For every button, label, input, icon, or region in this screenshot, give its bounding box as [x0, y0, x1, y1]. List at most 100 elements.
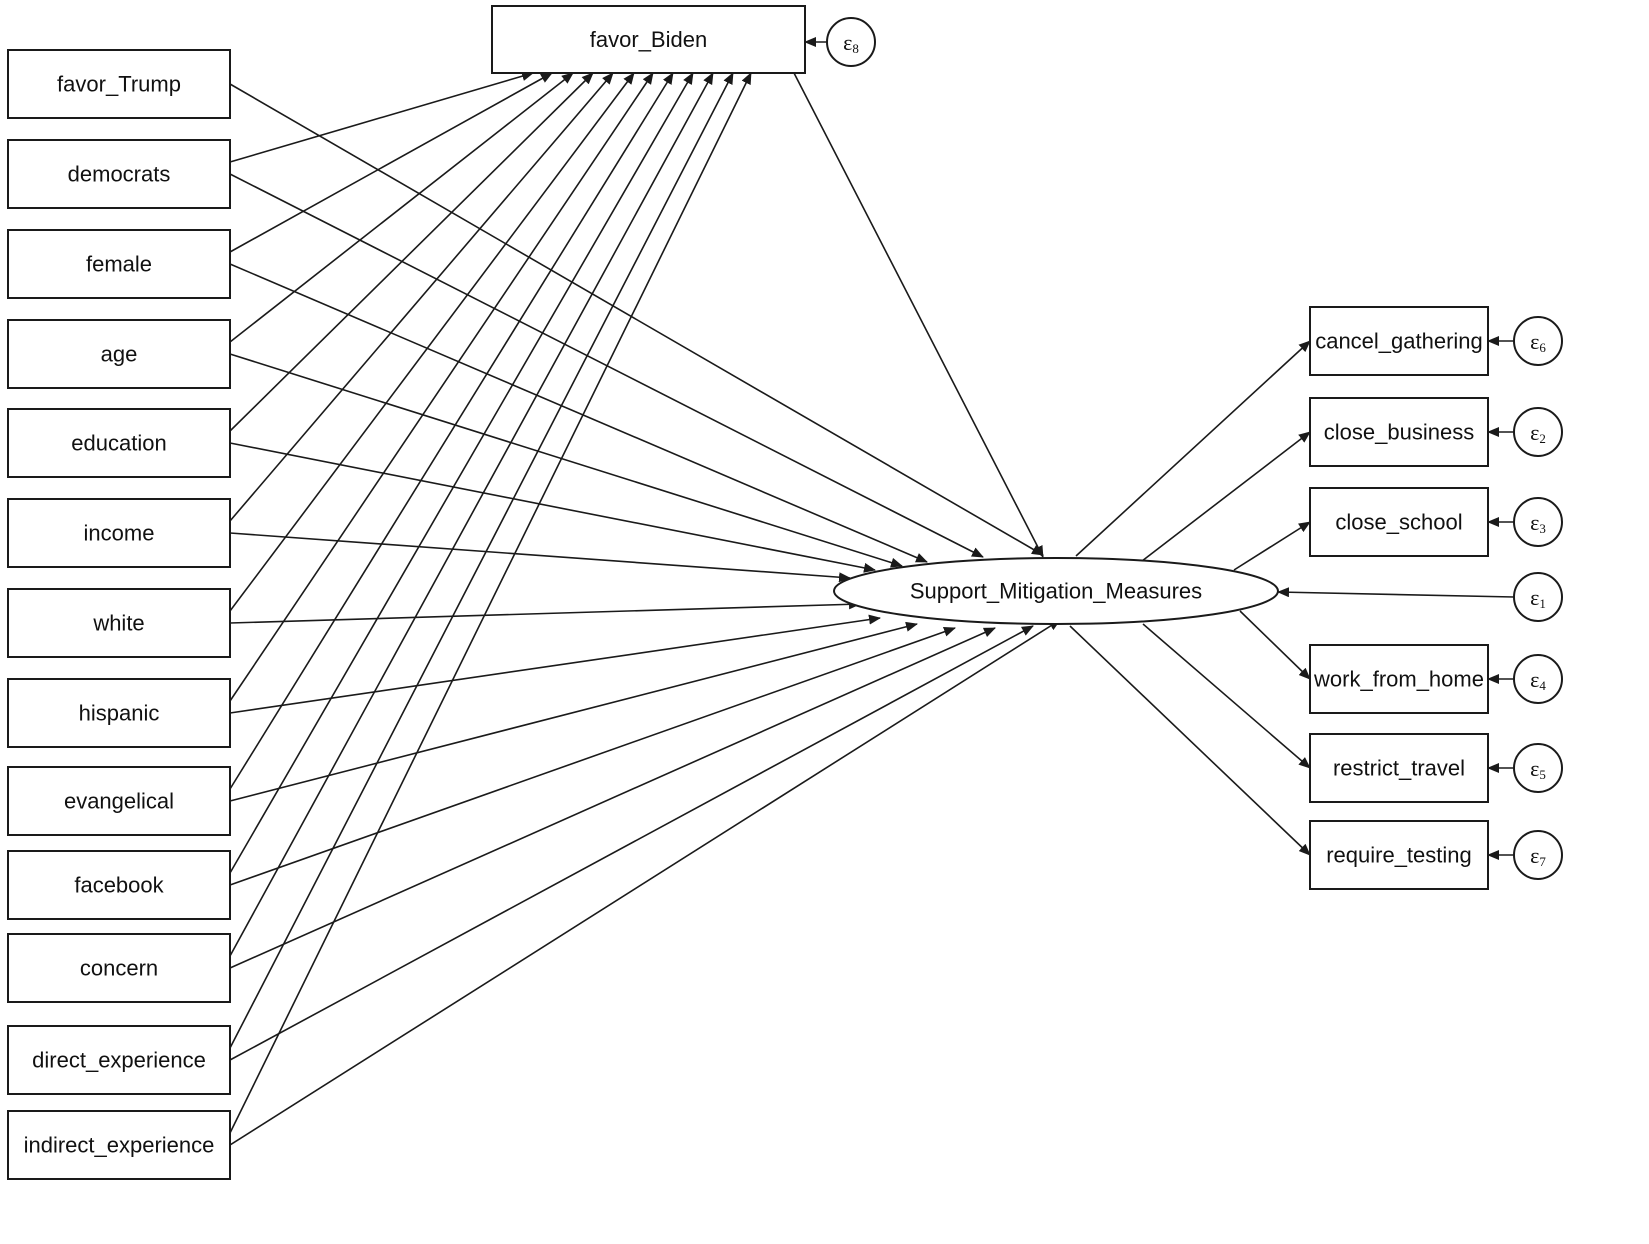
arrow-female-to-mediator [229, 72, 553, 253]
indicator-label: cancel_gathering [1315, 329, 1483, 354]
arrow-white-to-mediator [229, 72, 635, 612]
arrow-education-to-mediator [229, 72, 594, 432]
arrow-concern-to-mediator [229, 72, 714, 957]
indicator-error-circle [1513, 743, 1563, 793]
arrow-hispanic-to-mediator [229, 72, 654, 702]
error-index: 5 [1539, 767, 1546, 782]
predictor-label: age [101, 342, 138, 367]
indicator-error-circle [1513, 497, 1563, 547]
arrow-evangelical-to-latent [229, 621, 918, 802]
indicator-error-circle-label: ε7 [1530, 843, 1546, 869]
mediator-box [491, 5, 806, 74]
arrow-direct_experience-to-latent [229, 625, 1034, 1061]
indicator-error-circle-label: ε5 [1530, 756, 1546, 782]
indicator-error-circle-label: ε6 [1530, 329, 1546, 355]
mediator-label: favor_Biden [590, 27, 707, 52]
indicator-error-circle-label: ε4 [1530, 667, 1546, 693]
error-symbol: ε [1530, 585, 1539, 610]
arrow-facebook-to-latent [229, 626, 956, 886]
predictor-box-direct_experience [7, 1025, 231, 1095]
arrow-latent-to-close_school [1233, 521, 1311, 571]
predictor-box-facebook [7, 850, 231, 920]
predictor-label: education [71, 431, 166, 456]
predictor-box-age [7, 319, 231, 389]
predictor-label: direct_experience [32, 1048, 206, 1073]
indicator-label: close_school [1335, 510, 1462, 535]
predictor-box-income [7, 498, 231, 568]
predictor-label: income [84, 521, 155, 546]
predictor-label: facebook [74, 873, 164, 898]
error-index: 7 [1539, 854, 1546, 869]
indicator-error-circle [1513, 316, 1563, 366]
error-symbol: ε [1530, 756, 1539, 781]
predictor-box-indirect_experience [7, 1110, 231, 1180]
predictor-box-hispanic [7, 678, 231, 748]
indicator-box-close_business [1309, 397, 1489, 467]
indicator-error-circle-label: ε2 [1530, 420, 1546, 446]
arrow-democrats-to-mediator [229, 71, 534, 163]
arrow-evangelical-to-mediator [229, 72, 674, 790]
error-symbol: ε [1530, 420, 1539, 445]
error-index: 4 [1539, 678, 1546, 693]
predictor-label: hispanic [79, 701, 160, 726]
indicator-label: work_from_home [1313, 667, 1484, 692]
predictor-box-white [7, 588, 231, 658]
arrow-facebook-to-mediator [229, 72, 694, 874]
arrow-white-to-latent [229, 599, 861, 624]
arrow-concern-to-latent [229, 627, 996, 969]
indicator-label: require_testing [1326, 843, 1472, 868]
arrow-income-to-latent [229, 532, 851, 583]
predictor-box-education [7, 408, 231, 478]
predictor-label: democrats [68, 162, 171, 187]
arrow-age-to-latent [229, 353, 903, 568]
arrow-education-to-latent [229, 442, 876, 573]
indicator-error-circle [1513, 830, 1563, 880]
arrow-latent-to-restrict_travel [1142, 623, 1311, 769]
error-index: 3 [1539, 521, 1546, 536]
predictor-box-favor_Trump [7, 49, 231, 119]
indicator-label: restrict_travel [1333, 756, 1465, 781]
error-symbol: ε [1530, 843, 1539, 868]
indicator-box-restrict_travel [1309, 733, 1489, 803]
latent-ellipse [833, 557, 1279, 625]
predictor-label: evangelical [64, 789, 174, 814]
mediator-error-circle-label: ε8 [843, 30, 859, 56]
indicator-box-require_testing [1309, 820, 1489, 890]
arrow-latent-to-cancel_gathering [1075, 340, 1311, 557]
path-arrows [229, 37, 1515, 1146]
indicator-box-cancel_gathering [1309, 306, 1489, 376]
arrow-favor_Trump-to-latent [229, 83, 1044, 556]
arrow-female-to-latent [229, 263, 928, 563]
predictor-box-evangelical [7, 766, 231, 836]
predictor-label: favor_Trump [57, 72, 181, 97]
predictor-box-female [7, 229, 231, 299]
latent-error-circle [1513, 572, 1563, 622]
predictor-box-concern [7, 933, 231, 1003]
arrow-latent-to-require_testing [1069, 625, 1311, 856]
arrow-direct_experience-to-mediator [229, 72, 734, 1049]
indicator-label: close_business [1324, 420, 1474, 445]
error-symbol: ε [843, 30, 852, 55]
arrow-indirect_experience-to-latent [229, 619, 1061, 1146]
error-index: 2 [1539, 431, 1546, 446]
error-index: 1 [1539, 596, 1546, 611]
arrow-indirect_experience-to-mediator [229, 72, 752, 1134]
error-symbol: ε [1530, 510, 1539, 535]
indicator-box-work_from_home [1309, 644, 1489, 714]
indicator-error-circle [1513, 407, 1563, 457]
arrow-age-to-mediator [229, 72, 574, 343]
error-symbol: ε [1530, 329, 1539, 354]
diagram-nodes: favor_Trump democrats female age education in… [7, 5, 1563, 1180]
mediator-error-circle [826, 17, 876, 67]
latent-error-circle-label: ε1 [1530, 585, 1546, 611]
error-index: 8 [852, 41, 859, 56]
latent-label: Support_Mitigation_Measures [910, 579, 1202, 604]
predictor-label: white [92, 611, 144, 636]
indicator-error-circle-label: ε3 [1530, 510, 1546, 536]
arrow-income-to-mediator [229, 72, 614, 522]
error-symbol: ε [1530, 667, 1539, 692]
predictor-label: female [86, 252, 152, 277]
arrow-latent-to-close_business [1141, 431, 1311, 562]
indicator-box-close_school [1309, 487, 1489, 557]
